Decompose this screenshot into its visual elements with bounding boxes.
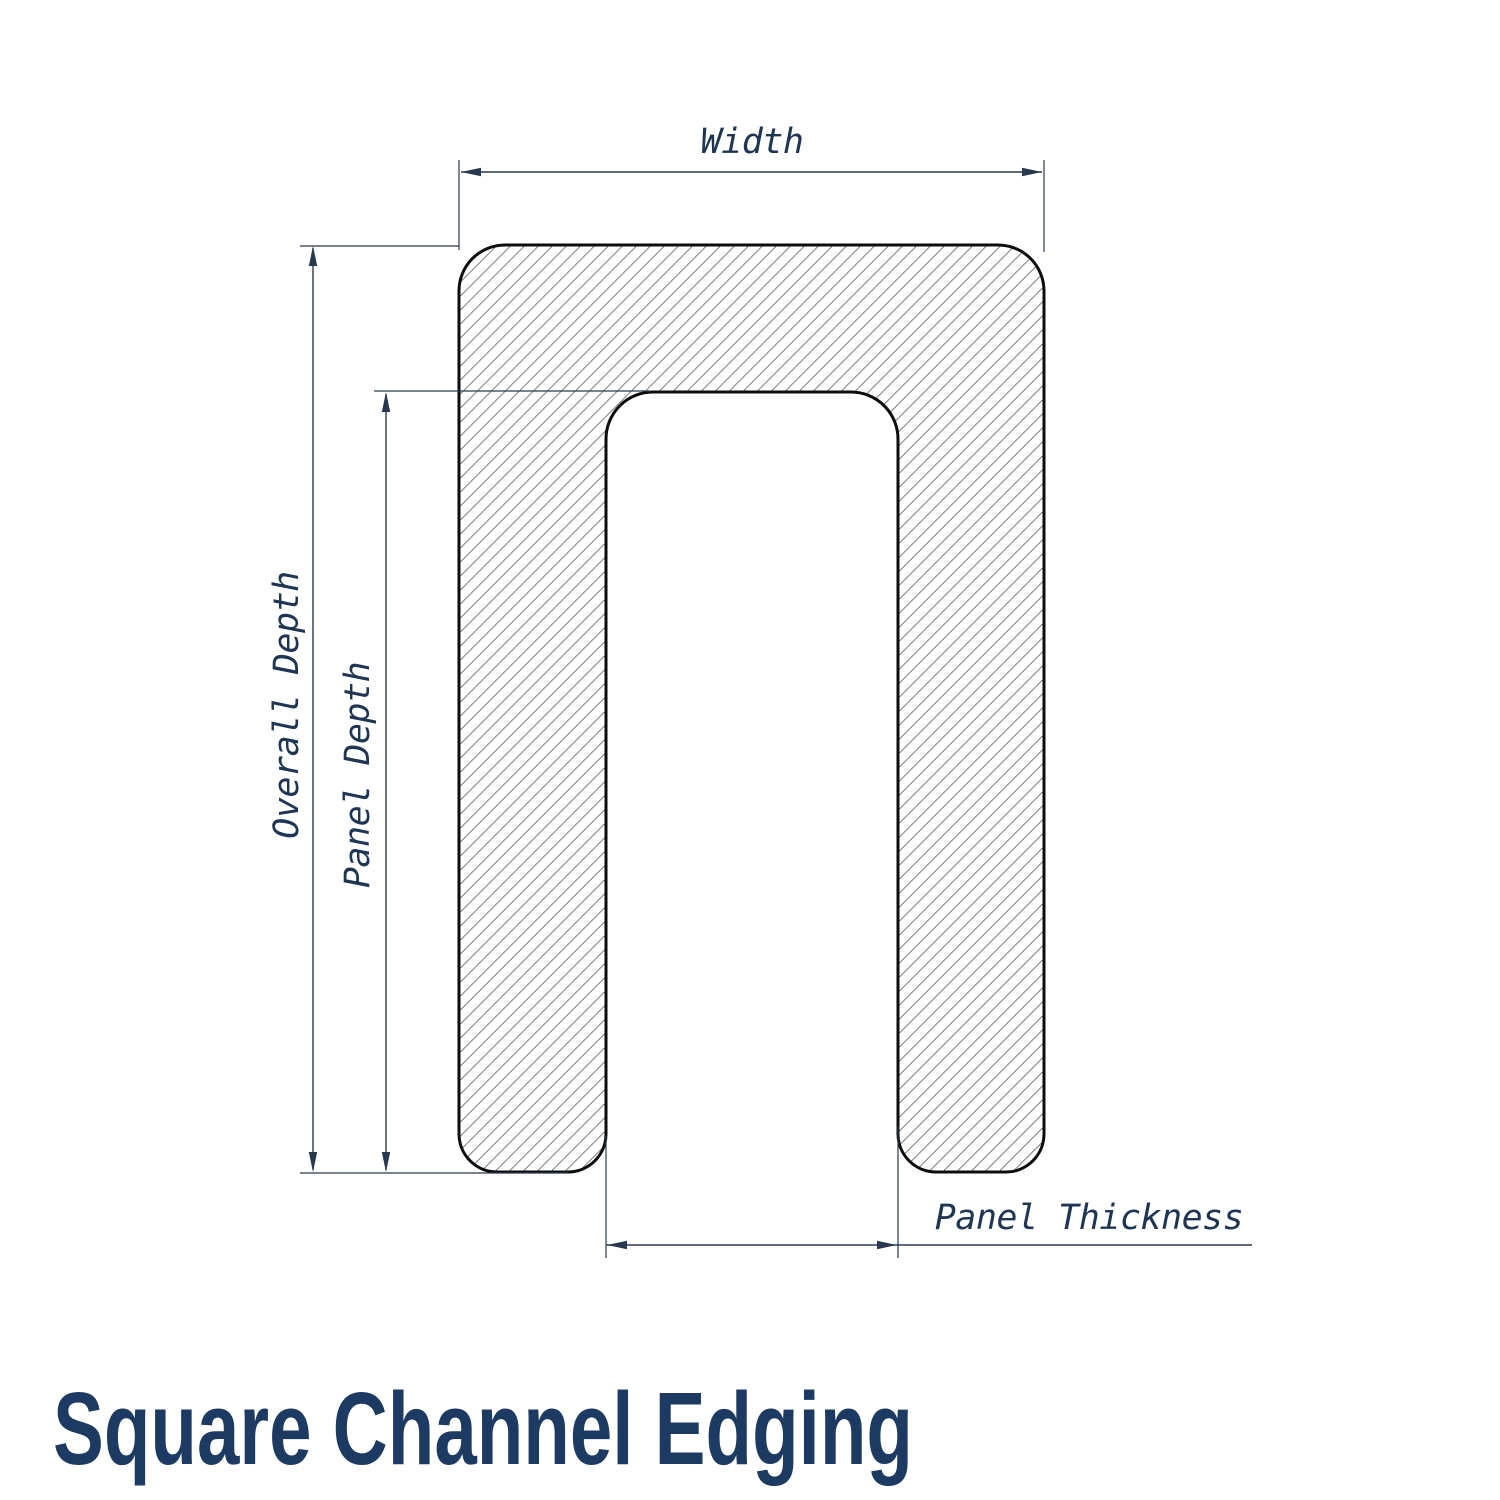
arrow-left-icon xyxy=(607,1240,627,1250)
arrow-up-icon xyxy=(381,392,391,412)
channel-profile-shape xyxy=(457,243,1046,1174)
arrow-down-icon xyxy=(308,1152,318,1172)
panel-thickness-label: Panel Thickness xyxy=(935,1198,1244,1238)
panel-depth-label: Panel Depth xyxy=(338,662,378,888)
page-title: Square Channel Edging xyxy=(53,1371,913,1486)
overall-depth-dimension: Overall Depth xyxy=(267,245,568,1174)
panel-thickness-dimension: Panel Thickness xyxy=(605,1126,1252,1258)
width-dimension: Width xyxy=(458,122,1045,252)
overall-depth-label: Overall Depth xyxy=(267,571,307,838)
arrow-right-icon xyxy=(1022,167,1042,177)
arrow-up-icon xyxy=(308,246,318,266)
arrow-down-icon xyxy=(381,1152,391,1172)
arrow-left-icon xyxy=(461,167,481,177)
width-label: Width xyxy=(701,122,804,162)
arrow-right-icon xyxy=(877,1240,897,1250)
panel-depth-dimension: Panel Depth xyxy=(338,390,650,1172)
